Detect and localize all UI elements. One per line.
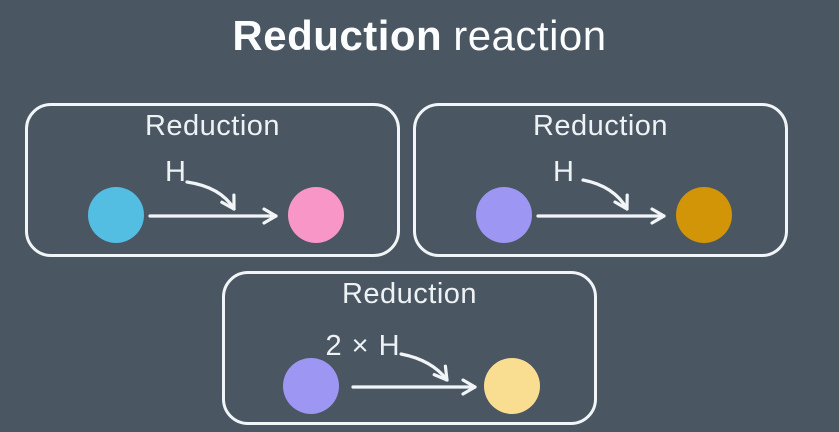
product-circle [484,358,540,414]
reaction-box-1-agent-label: H [165,156,187,188]
reactant-circle [88,187,144,243]
page-title-bold-text: Reduction [232,12,443,59]
agent-arrow-icon [581,178,629,211]
reactant-circle [476,187,532,243]
reaction-box-2-title: Reduction [532,110,669,142]
reaction-box-3-agent-label: 2 × H [325,330,401,362]
reaction-box-3-arrows [351,352,477,396]
product-circle [288,187,344,243]
product-circle [676,187,732,243]
reaction-box-2-arrows [536,178,666,225]
reaction-box-1-title: Reduction [144,110,281,142]
reaction-box-2: Reduction H [413,103,788,257]
agent-arrow-icon [185,180,236,211]
reactant-circle [283,358,339,414]
agent-arrow-icon [399,352,449,382]
reaction-box-1: Reduction H [25,103,400,257]
reaction-box-3-title: Reduction [341,278,478,310]
page-title-regular-text: reaction [453,12,607,59]
reaction-box-3: Reduction 2 × H [222,271,597,425]
reaction-box-1-arrows [148,180,278,225]
reaction-box-2-agent-label: H [553,156,575,188]
